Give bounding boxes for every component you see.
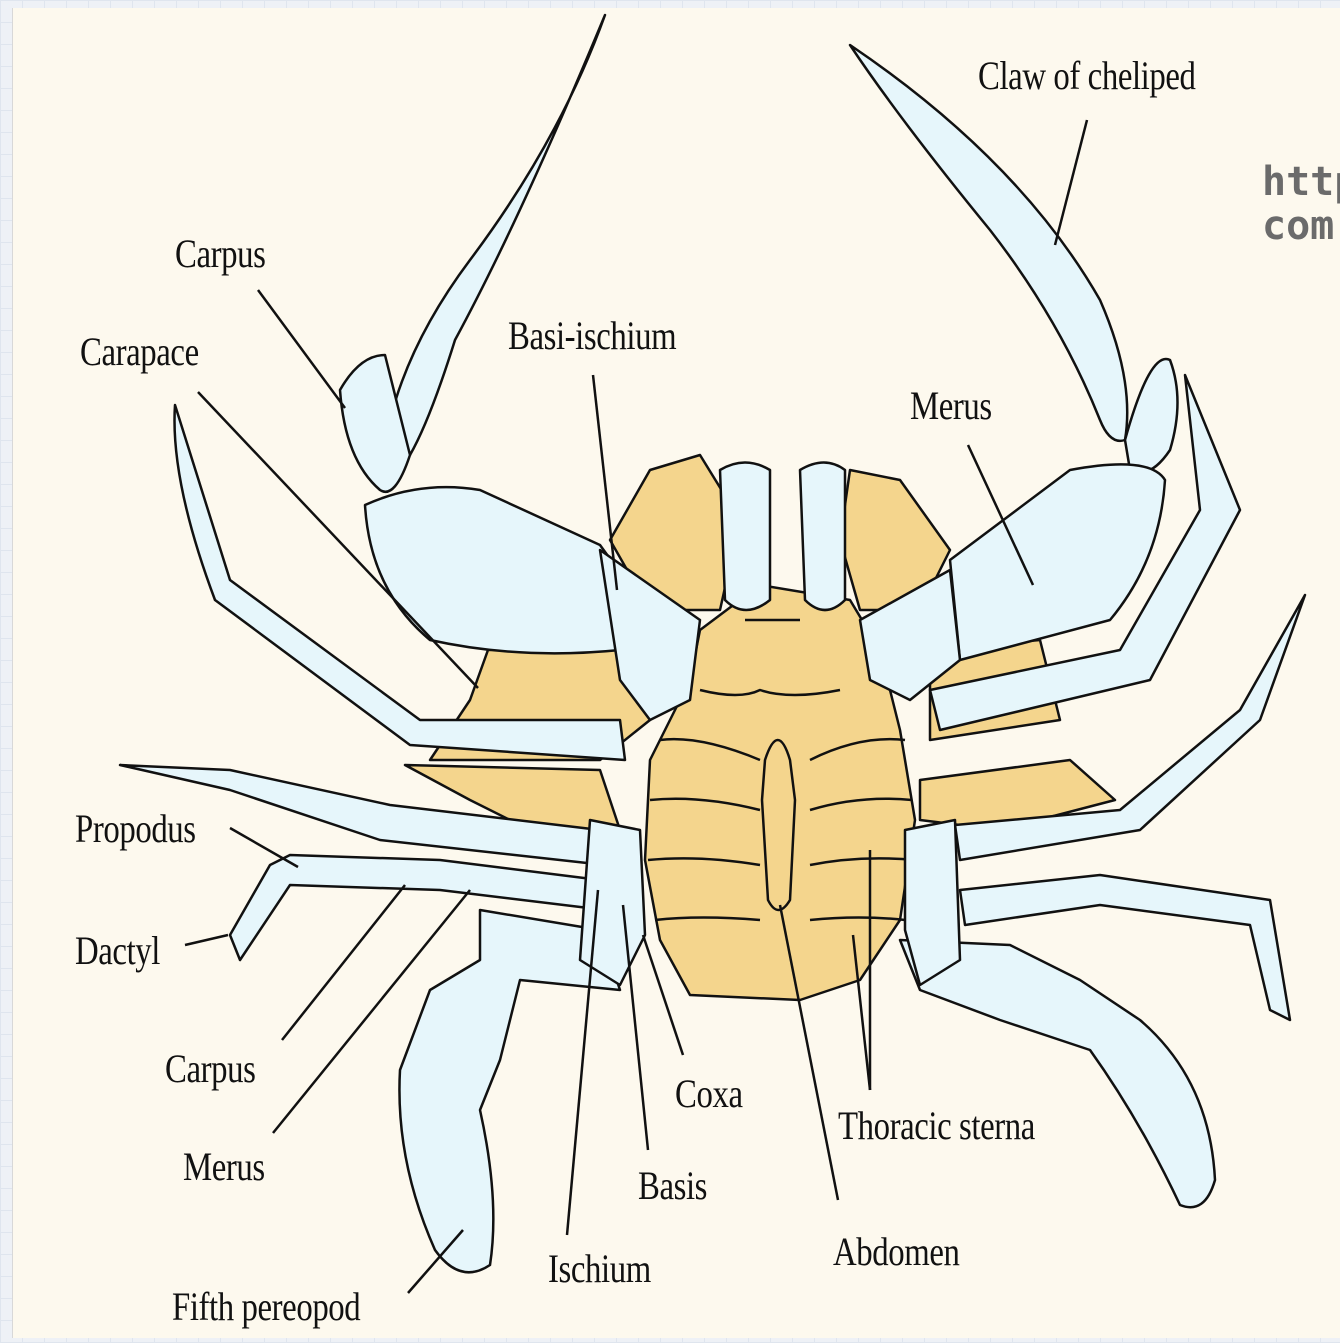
label-carpus-top: Carpus (175, 230, 265, 277)
right-coxa-pieces (905, 820, 960, 985)
right-fifth-pereopod (900, 940, 1215, 1207)
watermark-url: http com (1262, 160, 1340, 248)
label-claw-of-cheliped: Claw of cheliped (978, 52, 1196, 99)
label-abdomen: Abdomen (833, 1228, 959, 1275)
left-claw (390, 15, 605, 456)
label-merus-bottom: Merus (183, 1143, 265, 1190)
left-mouthpart (720, 463, 770, 611)
label-basi-ischium: Basi-ischium (508, 312, 676, 359)
left-cheliped-merus (365, 487, 640, 653)
label-basis: Basis (638, 1162, 707, 1209)
abdomen-shape (762, 740, 795, 910)
label-ischium: Ischium (548, 1245, 651, 1292)
label-dactyl: Dactyl (75, 927, 160, 974)
label-thoracic-sterna: Thoracic sterna (838, 1102, 1035, 1149)
label-merus-top: Merus (910, 382, 992, 429)
right-claw-base (1125, 359, 1178, 473)
left-claw-base (340, 355, 410, 492)
label-fifth-pereopod: Fifth pereopod (172, 1283, 360, 1330)
label-carpus-bottom: Carpus (165, 1045, 255, 1092)
label-propodus: Propodus (75, 805, 196, 852)
label-coxa: Coxa (675, 1070, 743, 1117)
right-mouthpart (800, 463, 845, 611)
left-coxa-pieces (580, 820, 645, 985)
label-carapace: Carapace (80, 328, 199, 375)
watermark-line-2: com (1262, 203, 1334, 249)
watermark-line-1: http (1262, 159, 1340, 205)
